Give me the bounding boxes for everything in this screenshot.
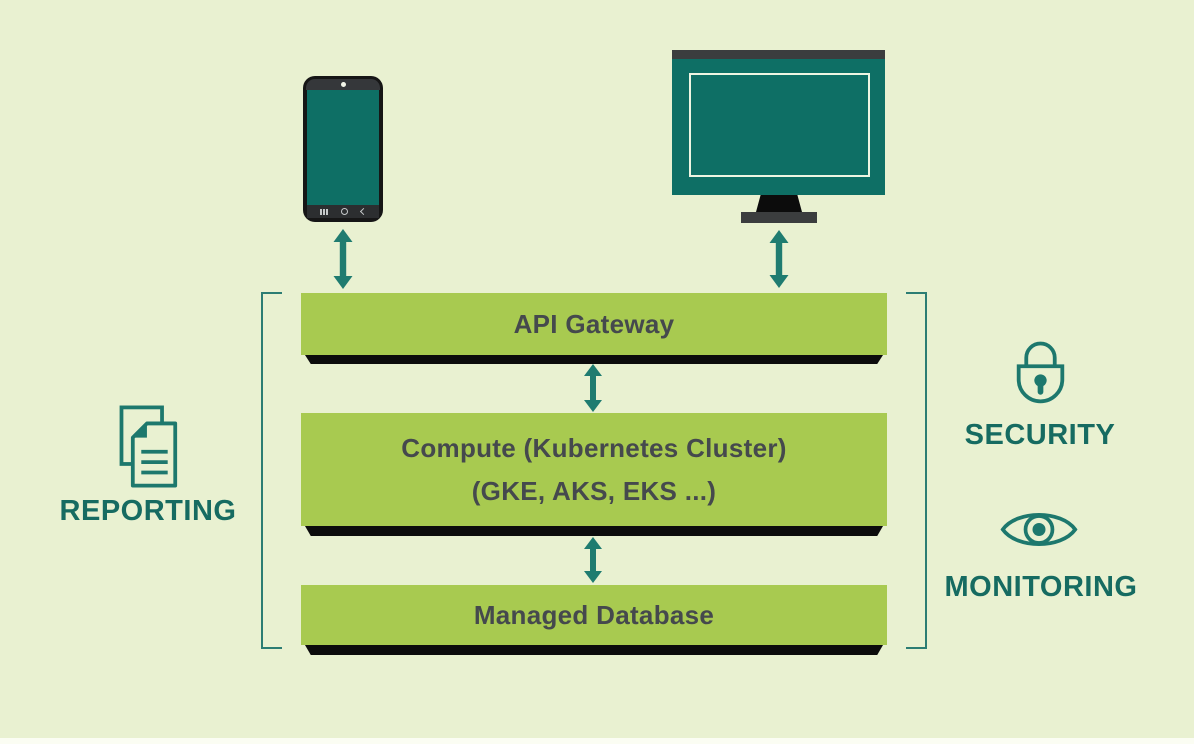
layer-shadow (305, 645, 883, 655)
home-icon (341, 208, 349, 215)
eye-icon (1000, 513, 1078, 546)
phone-top-bezel (306, 79, 380, 90)
mobile-device-icon (303, 76, 383, 222)
desktop-monitor-icon (672, 59, 885, 195)
documents-icon (119, 405, 178, 488)
security-label: SECURITY (964, 419, 1116, 451)
layer-compute: Compute (Kubernetes Cluster) (GKE, AKS, … (301, 413, 887, 526)
double-arrow-phone-gateway-icon (333, 229, 353, 289)
monitor-screen (689, 73, 870, 177)
double-arrow-monitor-gateway-icon (769, 230, 789, 288)
monitor-top-bar (672, 50, 885, 59)
layer-shadow (305, 355, 883, 364)
recents-icon (319, 208, 329, 215)
back-icon (360, 207, 368, 216)
layer-sublabel: (GKE, AKS, EKS ...) (471, 476, 717, 506)
layer-label: Managed Database (473, 600, 715, 630)
phone-screen (307, 90, 379, 205)
layer-api-gateway: API Gateway (301, 293, 887, 355)
padlock-icon (1016, 341, 1065, 404)
phone-nav-bar (307, 205, 379, 218)
layer-label: Compute (Kubernetes Cluster) (401, 433, 787, 463)
right-bracket (906, 292, 927, 649)
monitoring-label: MONITORING (944, 571, 1138, 603)
layer-label: API Gateway (513, 309, 675, 339)
monitor-stand (756, 195, 802, 212)
left-bracket (261, 292, 282, 649)
reporting-label: REPORTING (59, 495, 237, 527)
phone-camera-dot (340, 82, 346, 87)
bottom-edge (0, 738, 1194, 744)
layer-shadow (305, 526, 883, 536)
double-arrow-gateway-compute-icon (584, 364, 602, 412)
layer-managed-database: Managed Database (301, 585, 887, 645)
double-arrow-compute-database-icon (584, 537, 602, 583)
monitor-base (741, 212, 817, 223)
